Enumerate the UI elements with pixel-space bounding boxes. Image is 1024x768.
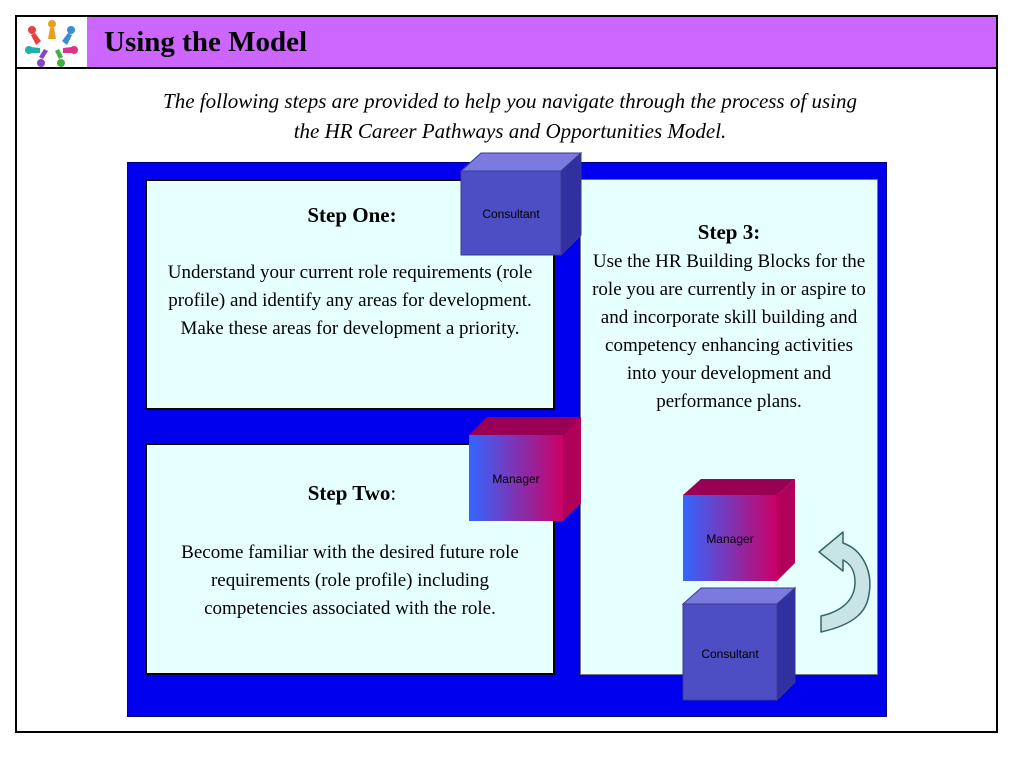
step-two-text: Become familiar with the desired future … [181,542,519,619]
manager-cube-middle [469,417,581,521]
step-three-text: Use the HR Building Blocks for the role … [592,251,866,412]
intro-text: The following steps are provided to help… [60,86,960,146]
title-bar [17,17,996,69]
step-two-box: Step Two: Become familiar with the desir… [145,443,555,675]
manager-cube-right-label: Manager [706,532,754,546]
manager-cube-middle-label: Manager [492,472,540,486]
step-two-heading-colon: : [390,481,397,505]
manager-cube-right [683,479,795,581]
page-title: Using the Model [104,26,307,58]
intro-line-2: the HR Career Pathways and Opportunities… [293,119,727,143]
step-two-heading-text: Step Two [307,481,391,505]
people-circle-logo-icon [17,17,87,67]
consultant-cube-right [681,586,797,702]
step-three-heading: Step 3: [697,220,761,244]
step-two-heading: Step Two: [147,481,557,506]
intro-line-1: The following steps are provided to help… [163,89,857,113]
consultant-cube-top [459,151,583,257]
consultant-cube-right-label: Consultant [701,647,759,661]
consultant-cube-top-label: Consultant [482,207,540,221]
curved-arrow-icon [818,531,871,633]
step-one-heading: Step One: [307,203,397,227]
step-one-text: Understand your current role requirement… [167,262,533,339]
